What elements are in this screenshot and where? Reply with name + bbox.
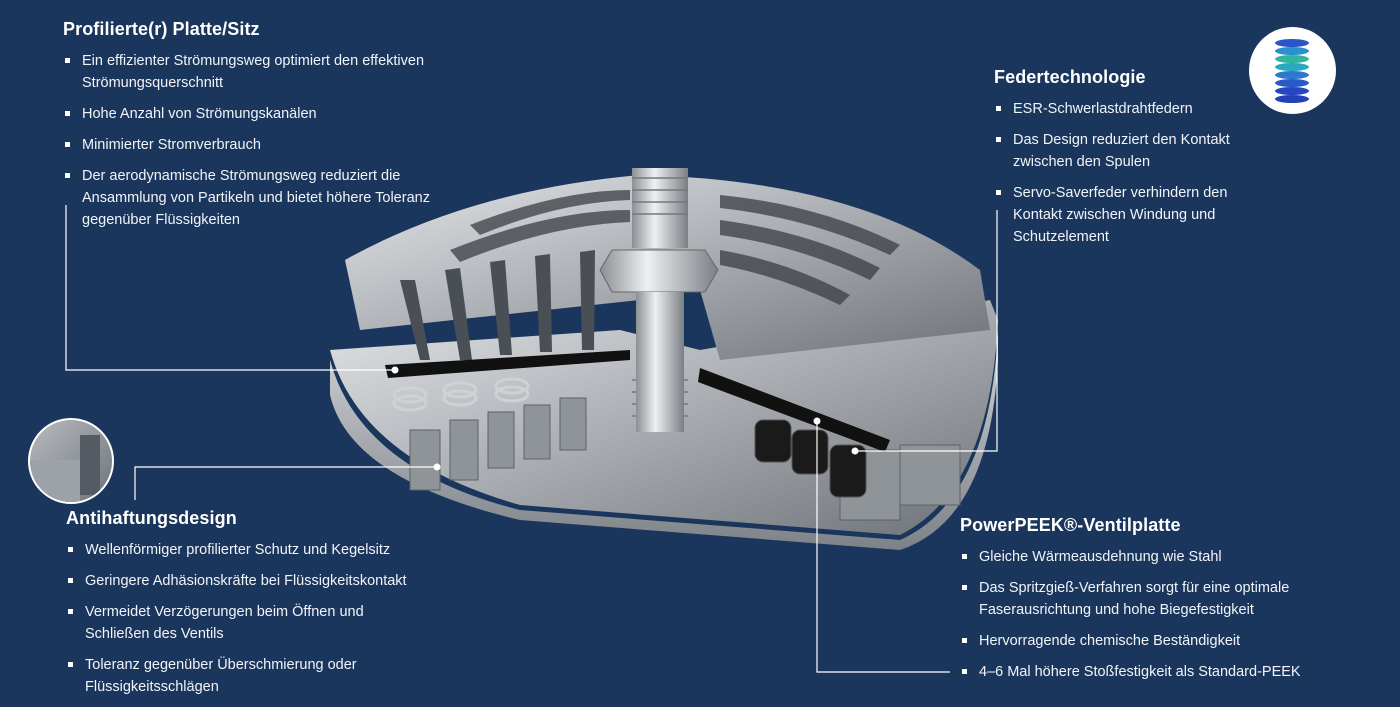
bolt-shaft: [636, 292, 684, 432]
seat-outer-rim: [330, 330, 998, 550]
valve-plate-right: [698, 368, 890, 452]
springs-left: [392, 377, 530, 412]
callout-dots: [391, 366, 859, 471]
section-title: Antihaftungsdesign: [66, 508, 237, 528]
guard-fins: [400, 250, 595, 360]
bullet-item: Hervorragende chemische Beständigkeit: [960, 630, 1380, 652]
bullet-item: Toleranz gegenüber Überschmierung oder F…: [66, 654, 395, 698]
section-antistick: Antihaftungsdesign Wellenförmiger profil…: [66, 508, 466, 707]
section-powerpeek: PowerPEEK®-Ventilplatte Gleiche Wärmeaus…: [960, 515, 1380, 692]
bullet-item: Hohe Anzahl von Strömungskanälen: [63, 103, 483, 125]
springs-right: [754, 419, 867, 498]
section-plate-seat: Profilierte(r) Platte/Sitz Ein effizient…: [63, 19, 483, 240]
bullet-item: Wellenförmiger profilierter Schutz und K…: [66, 539, 466, 561]
bullet-item: Das Design reduziert den Kontakt zwische…: [994, 129, 1254, 173]
callout-lines: [65, 205, 998, 673]
bolt-thread-top: [632, 168, 688, 248]
section-title: Profilierte(r) Platte/Sitz: [63, 19, 260, 39]
bullet-item: 4–6 Mal höhere Stoßfestigkeit als Standa…: [960, 661, 1380, 683]
section-title: PowerPEEK®-Ventilplatte: [960, 515, 1181, 535]
surface-thumbnail-icon: [28, 418, 114, 504]
section-title: Federtechnologie: [994, 67, 1146, 87]
bullet-item: Gleiche Wärmeausdehnung wie Stahl: [960, 546, 1380, 568]
bullet-item: Servo-Saverfeder verhindern den Kontakt …: [994, 182, 1254, 248]
guard-slots: [450, 190, 900, 305]
bullet-item: Ein effizienter Strömungsweg optimiert d…: [63, 50, 483, 94]
valve-plate-left: [385, 350, 630, 378]
section-spring-technology: Federtechnologie ESR-Schwerlastdrahtfede…: [994, 67, 1254, 257]
bullet-item: ESR-Schwerlastdrahtfedern: [994, 98, 1254, 120]
spring-thumbnail-icon: [1249, 27, 1336, 114]
bullet-item: Der aerodynamische Strömungsweg reduzier…: [63, 165, 483, 231]
bullet-item: Minimierter Stromverbrauch: [63, 134, 483, 156]
bullet-item: Das Spritzgieß-Verfahren sorgt für eine …: [960, 577, 1319, 621]
hex-nut: [599, 249, 719, 293]
bullet-item: Geringere Adhäsionskräfte bei Flüssigkei…: [66, 570, 466, 592]
bullet-item: Vermeidet Verzögerungen beim Öffnen und …: [66, 601, 395, 645]
